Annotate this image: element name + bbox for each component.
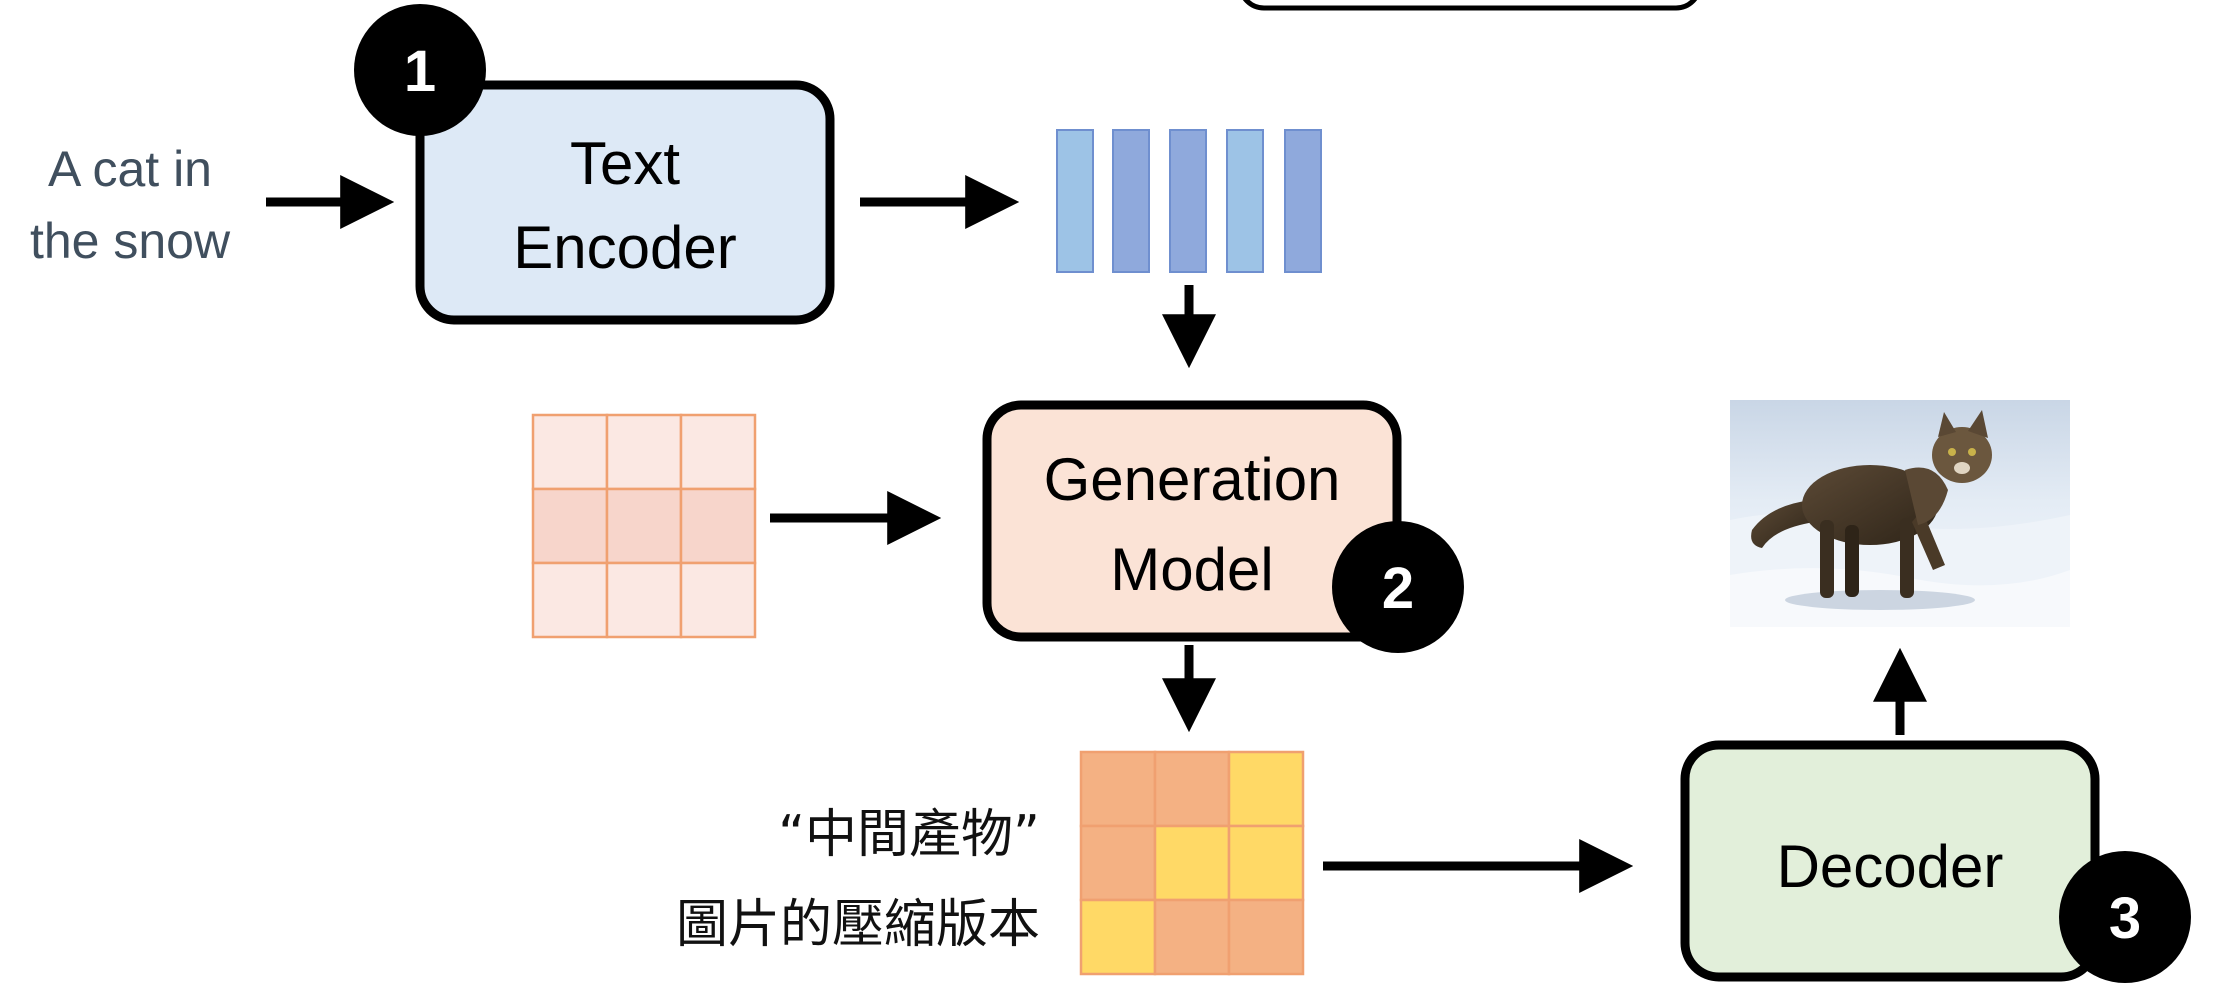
noise-grid-cell (679, 487, 757, 565)
text-encoder-label-line-1: Text (570, 130, 680, 197)
latent-grid-cell (1153, 750, 1231, 828)
text-encoder-box[interactable] (415, 80, 835, 325)
output-cat-image (1730, 400, 2070, 627)
noise-grid-cell (531, 487, 609, 565)
clipped-top-shape (1242, 0, 1698, 11)
embedding-vector (1284, 129, 1322, 273)
embedding-vector (1056, 129, 1094, 273)
embedding-vector (1112, 129, 1150, 273)
prompt-line-1: A cat in (48, 141, 212, 197)
step-3-badge-number: 3 (2109, 886, 2141, 951)
latent-grid-cell (1153, 824, 1231, 902)
latent-representation-grid (1079, 750, 1305, 976)
noise-grid-cell (531, 413, 609, 491)
latent-grid-cell (1227, 824, 1305, 902)
generation-model-label-line-1: Generation (1044, 446, 1341, 513)
step-2-badge-number: 2 (1382, 556, 1414, 621)
step-1-badge-number: 1 (404, 39, 436, 104)
noise-grid-cell (531, 561, 609, 639)
latent-grid-cell (1079, 750, 1157, 828)
noise-grid-cell (679, 413, 757, 491)
embedding-vector (1169, 129, 1207, 273)
step-1-badge (354, 4, 486, 136)
text-encoder-label-line-2: Encoder (513, 214, 736, 281)
step-3-badge (2059, 851, 2191, 983)
embedding-vector (1226, 129, 1264, 273)
noise-grid-cell (605, 487, 683, 565)
text-embedding-vectors (1056, 129, 1322, 273)
latent-grid-cell (1079, 898, 1157, 976)
latent-grid-cell (1153, 898, 1231, 976)
noise-input-grid (531, 413, 757, 639)
intermediate-product-label: “中間產物” (778, 805, 1040, 865)
generation-model-box[interactable] (982, 400, 1402, 642)
noise-grid-cell (605, 561, 683, 639)
decoder-label: Decoder (1777, 833, 2004, 900)
prompt-line-2: the snow (30, 213, 231, 269)
generation-model-label-line-2: Model (1110, 536, 1273, 603)
step-2-badge (1332, 521, 1464, 653)
latent-grid-cell (1079, 824, 1157, 902)
latent-grid-cell (1227, 898, 1305, 976)
noise-grid-cell (605, 413, 683, 491)
latent-grid-cell (1227, 750, 1305, 828)
noise-grid-cell (679, 561, 757, 639)
compressed-image-label: 圖片的壓縮版本 (676, 895, 1040, 955)
